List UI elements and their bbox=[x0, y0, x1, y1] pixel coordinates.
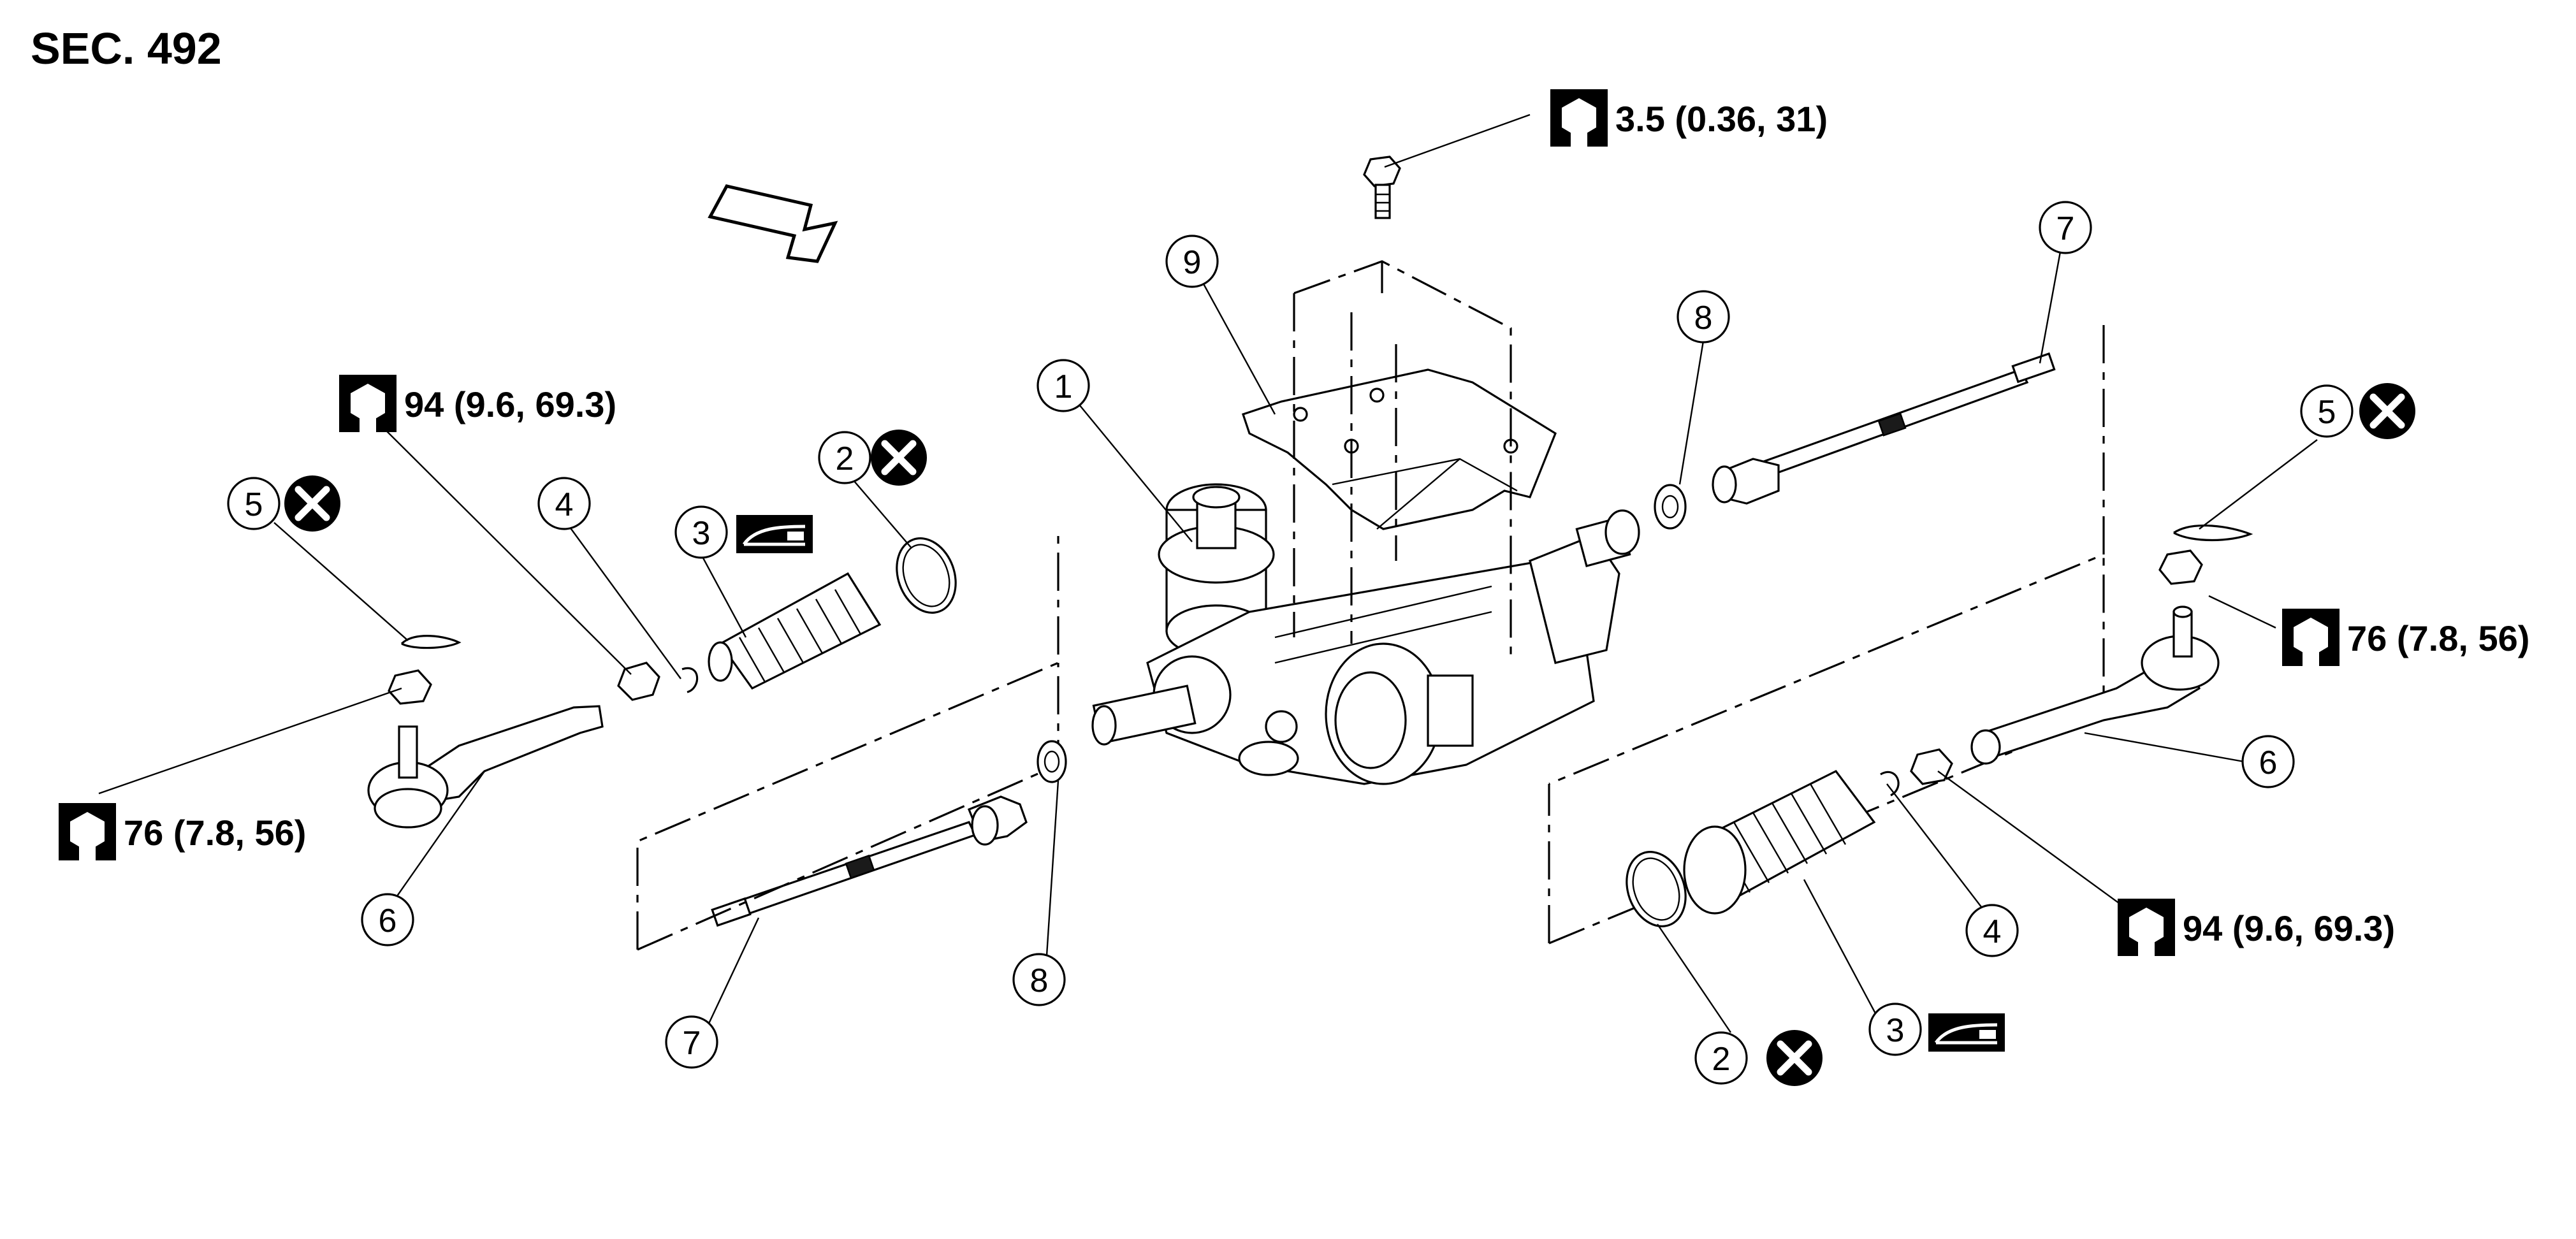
do-not-reuse-icon bbox=[1766, 1030, 1823, 1086]
callout-3: 3 bbox=[1868, 1003, 1922, 1056]
front-direction-arrow-icon bbox=[708, 184, 838, 263]
outer-tie-rod-end-right bbox=[1970, 605, 2220, 765]
svg-text:2: 2 bbox=[836, 440, 854, 477]
torque-wrench-icon bbox=[59, 803, 116, 862]
do-not-reuse-icon bbox=[871, 430, 927, 486]
heat-insulator bbox=[1241, 368, 1557, 530]
svg-text:9: 9 bbox=[1183, 244, 1202, 281]
callout-7: 7 bbox=[2039, 201, 2092, 254]
boot-right bbox=[1683, 769, 1876, 915]
inner-tie-rod-left bbox=[711, 795, 1028, 927]
do-not-reuse-icon bbox=[2359, 383, 2415, 439]
inner-tie-rod-right bbox=[1712, 352, 2056, 505]
steering-gear-assembly bbox=[1091, 483, 1640, 785]
grease-apply-icon bbox=[1928, 1013, 2005, 1052]
callout-6: 6 bbox=[361, 893, 414, 946]
callout-2: 2 bbox=[818, 431, 871, 484]
boot-left bbox=[708, 572, 882, 690]
callout-9: 9 bbox=[1165, 235, 1219, 288]
do-not-reuse-icon bbox=[284, 475, 340, 532]
svg-text:6: 6 bbox=[379, 902, 397, 939]
svg-text:7: 7 bbox=[683, 1025, 701, 1062]
svg-text:4: 4 bbox=[1983, 913, 2002, 950]
torque-wrench-icon bbox=[339, 375, 397, 433]
svg-text:2: 2 bbox=[1712, 1041, 1731, 1078]
torque-wrench-icon bbox=[1550, 89, 1608, 148]
svg-text:7: 7 bbox=[2056, 210, 2075, 247]
svg-text:5: 5 bbox=[2318, 394, 2336, 431]
svg-text:3: 3 bbox=[1886, 1012, 1905, 1049]
callout-5: 5 bbox=[227, 477, 280, 530]
callout-4: 4 bbox=[537, 477, 591, 530]
svg-text:94 (9.6, 69.3): 94 (9.6, 69.3) bbox=[404, 384, 616, 424]
section-label: SEC. 492 bbox=[31, 24, 222, 73]
callout-1: 1 bbox=[1037, 359, 1090, 412]
svg-text:6: 6 bbox=[2259, 744, 2278, 781]
callout-6: 6 bbox=[2241, 735, 2295, 788]
torque-label-lock-nut-right: 94 (9.6, 69.3) bbox=[2118, 899, 2395, 957]
svg-text:8: 8 bbox=[1694, 300, 1713, 337]
callout-7: 7 bbox=[665, 1015, 718, 1069]
callout-4: 4 bbox=[1965, 904, 2019, 957]
svg-text:94 (9.6, 69.3): 94 (9.6, 69.3) bbox=[2183, 908, 2395, 948]
svg-text:5: 5 bbox=[245, 486, 263, 523]
mounting-bolt bbox=[1363, 156, 1401, 219]
outer-tie-rod-end-left bbox=[367, 705, 604, 829]
svg-text:76 (7.8, 56): 76 (7.8, 56) bbox=[124, 813, 306, 853]
callouts: 1 9 8 7 5 6 4 3 2 8 7 6 5 4 3 2 bbox=[227, 201, 2354, 1085]
callout-3: 3 bbox=[674, 505, 728, 559]
leader-lines bbox=[98, 113, 2318, 1033]
callout-2: 2 bbox=[1694, 1031, 1748, 1085]
torque-label-nut-left: 76 (7.8, 56) bbox=[59, 803, 306, 862]
svg-text:3: 3 bbox=[692, 515, 711, 552]
torque-label-lock-nut-left: 94 (9.6, 69.3) bbox=[339, 375, 616, 433]
svg-text:4: 4 bbox=[555, 486, 574, 523]
torque-label-bolt: 3.5 (0.36, 31) bbox=[1550, 89, 1828, 148]
torque-wrench-icon bbox=[2118, 899, 2175, 957]
grease-apply-icon bbox=[736, 515, 813, 553]
svg-text:8: 8 bbox=[1030, 962, 1049, 999]
callout-5: 5 bbox=[2300, 384, 2354, 438]
callout-8: 8 bbox=[1012, 953, 1066, 1006]
callout-8: 8 bbox=[1677, 290, 1730, 344]
torque-wrench-icon bbox=[2282, 609, 2340, 667]
torque-label-nut-right: 76 (7.8, 56) bbox=[2282, 609, 2529, 667]
svg-text:3.5 (0.36, 31): 3.5 (0.36, 31) bbox=[1615, 99, 1828, 139]
svg-text:1: 1 bbox=[1054, 368, 1073, 405]
svg-text:76 (7.8, 56): 76 (7.8, 56) bbox=[2347, 618, 2529, 658]
